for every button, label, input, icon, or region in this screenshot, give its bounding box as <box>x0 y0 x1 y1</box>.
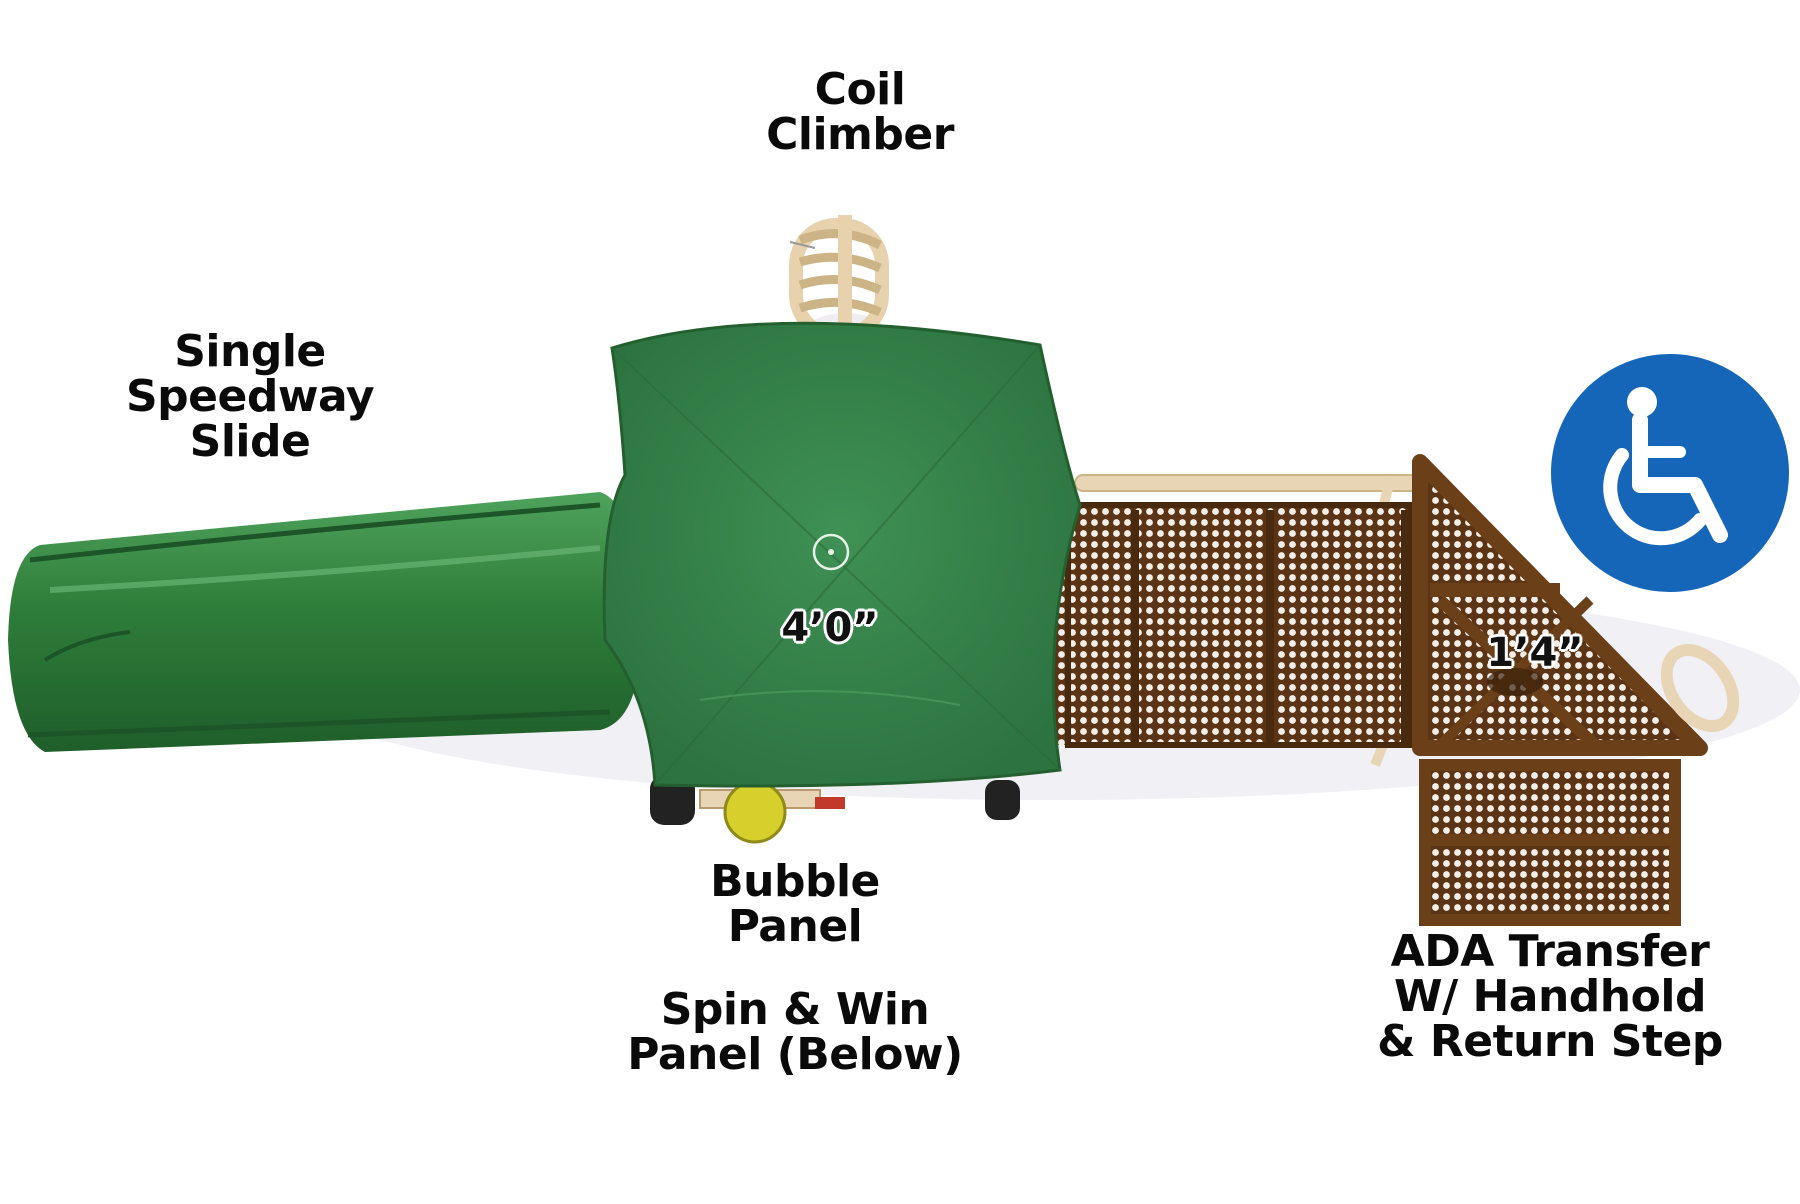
bubble-panel-label: Bubble Panel <box>710 856 880 952</box>
under-deck-panels <box>650 775 1020 844</box>
coil-climber-label: Coil Climber <box>766 64 954 160</box>
canopy-roof <box>602 321 1082 788</box>
transfer-height-label: 1’4” <box>1486 630 1584 676</box>
handhold <box>1660 644 1740 732</box>
deck-height-label: 4’0” <box>781 605 879 651</box>
speedway-slide <box>8 492 640 752</box>
ada-transfer-label: ADA Transfer W/ Handhold & Return Step <box>1377 926 1723 1067</box>
wheelchair-icon <box>1540 343 1800 603</box>
spin-win-label: Spin & Win Panel (Below) <box>627 984 963 1080</box>
transfer-platforms <box>1035 454 1708 926</box>
slide-label: Single Speedway Slide <box>125 326 375 467</box>
